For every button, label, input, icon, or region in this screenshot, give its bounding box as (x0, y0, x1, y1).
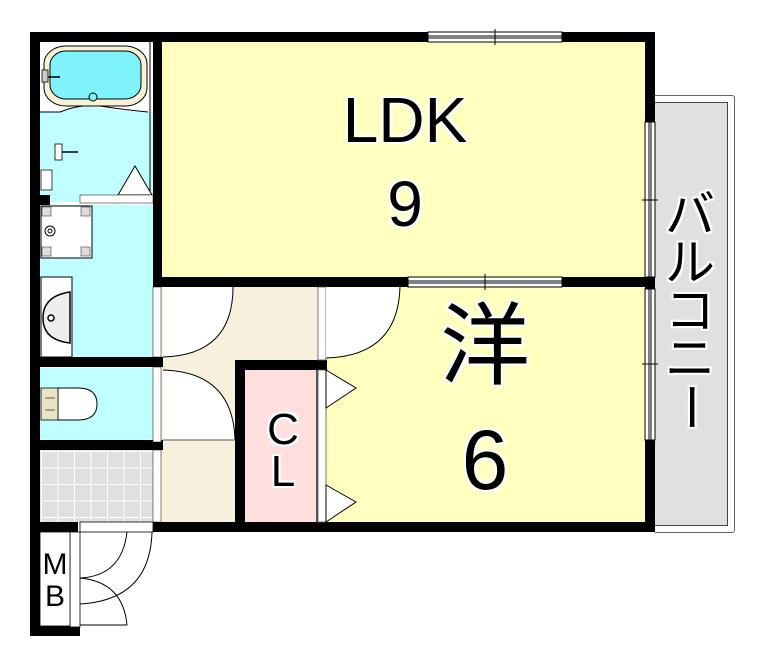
washbasin-icon (40, 276, 73, 358)
washroom-door-swing (162, 286, 234, 358)
ldk-bottom-wall-right (562, 277, 652, 287)
balcony-char-ni: ニ (665, 330, 715, 388)
balcony-char-ba: バ (665, 186, 715, 244)
meter-box (39, 531, 71, 627)
closet-left-wall (235, 360, 245, 525)
ldk-label: LDK (342, 84, 468, 156)
outer-wall-top (152, 32, 428, 42)
bath-bottom-wall (40, 195, 50, 205)
bath-shelf (40, 169, 53, 191)
closet-label-c: C (267, 405, 299, 454)
balcony-window-upper (642, 121, 658, 278)
ldk-top-window (427, 29, 563, 45)
balcony-char-ko: コ (665, 282, 715, 340)
balcony-label: バ ル コ ニ ー (660, 190, 720, 432)
washing-machine-pan-icon (40, 205, 93, 259)
balcony (655, 95, 735, 533)
shower-faucet-icon (54, 143, 78, 161)
bathtub-icon (41, 45, 148, 107)
balcony-window-lower (642, 288, 658, 441)
toilet-icon (40, 387, 98, 421)
washroom-bottom-wall (40, 357, 163, 367)
western-room-size-label: 6 (461, 413, 509, 507)
western-room-door-swing (317, 286, 401, 361)
mb-label-m: M (42, 548, 68, 581)
toilet-door-swing (162, 369, 236, 441)
closet-room (243, 368, 318, 524)
outer-wall-right-lower (645, 440, 655, 532)
balcony-floor (655, 102, 728, 526)
entrance-bottom-wall (30, 522, 78, 532)
western-room-label: 洋 (440, 294, 530, 399)
ldk-left-wall (153, 40, 162, 285)
mb-label-b: B (44, 580, 65, 613)
closet-label-l: L (270, 447, 296, 496)
balcony-char-long-vowel: ー (661, 382, 719, 432)
entrance-door-icon (69, 521, 154, 628)
toilet-bottom-wall (40, 440, 163, 450)
bottom-wall (153, 522, 655, 532)
interior-sliding-door (407, 274, 563, 290)
outer-wall-top-right (562, 32, 655, 42)
outer-wall-right-upper (645, 32, 655, 122)
mb-bottom-wall (30, 626, 80, 636)
outer-wall-top-left (30, 32, 158, 42)
ldk-room (160, 40, 648, 280)
ldk-size-label: 9 (387, 168, 423, 240)
entrance-tiles (40, 450, 153, 523)
closet-top-wall (235, 360, 327, 370)
outer-wall-left (30, 32, 40, 636)
closet-folding-doors (317, 369, 357, 523)
bath-door-triangle-icon (117, 165, 153, 196)
balcony-char-ru: ル (665, 234, 715, 292)
ldk-bottom-wall-left (153, 277, 408, 287)
